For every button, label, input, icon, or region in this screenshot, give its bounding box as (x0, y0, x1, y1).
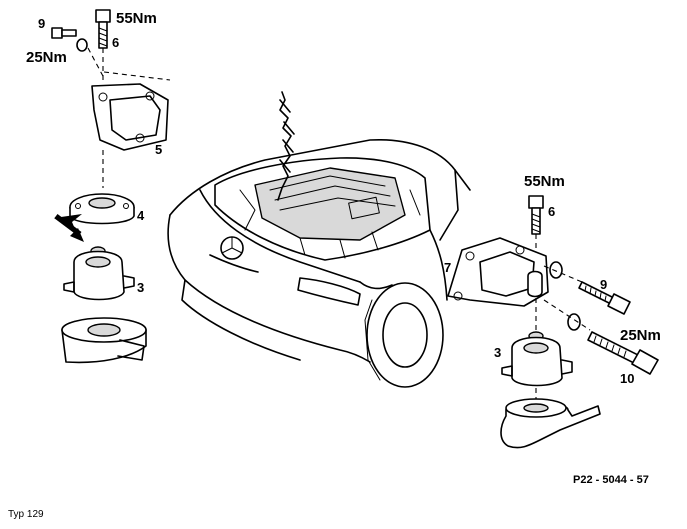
left-part-9-label: 9 (38, 16, 45, 31)
left-mount-assembly (51, 9, 171, 364)
right-part-7-label: 7 (444, 260, 451, 275)
left-torque-25-label: 25Nm (26, 49, 67, 66)
mercedes-star-icon (220, 236, 244, 260)
right-part-9-label: 9 (600, 277, 607, 292)
lifting-chain (277, 91, 295, 201)
right-washer-10 (567, 313, 581, 331)
pointer-arrow-icon (54, 214, 84, 242)
left-rubber-mount-3 (63, 246, 135, 301)
left-support-cup (61, 317, 147, 364)
right-washer-9 (549, 261, 563, 279)
left-part-3-label: 3 (137, 280, 144, 295)
car-front-illustration (167, 91, 471, 388)
right-support-bracket (500, 398, 601, 449)
front-wheel (364, 282, 444, 388)
left-part-4-label: 4 (137, 208, 145, 223)
left-bolt-9 (51, 27, 88, 52)
right-torque-55-label: 55Nm (524, 173, 565, 190)
left-bracket-5 (91, 71, 171, 151)
left-bolt-6 (95, 9, 111, 49)
model-note: Typ 129 (8, 509, 44, 520)
right-torque-25-label: 25Nm (620, 327, 661, 344)
right-bolt-10 (587, 331, 659, 375)
left-flange-4 (69, 193, 135, 225)
right-part-3-label: 3 (494, 345, 501, 360)
right-bracket-7 (447, 237, 549, 307)
left-part-5-label: 5 (155, 142, 162, 157)
right-bolt-6 (528, 195, 544, 235)
right-part-6-label: 6 (548, 204, 555, 219)
right-bolt-9 (578, 281, 631, 315)
left-torque-55-label: 55Nm (116, 10, 157, 27)
left-part-6-label: 6 (112, 35, 119, 50)
right-rubber-mount-3 (501, 331, 573, 387)
reference-code: P22 - 5044 - 57 (573, 474, 649, 486)
right-part-10-label: 10 (620, 371, 634, 386)
right-mount-assembly (447, 195, 659, 449)
